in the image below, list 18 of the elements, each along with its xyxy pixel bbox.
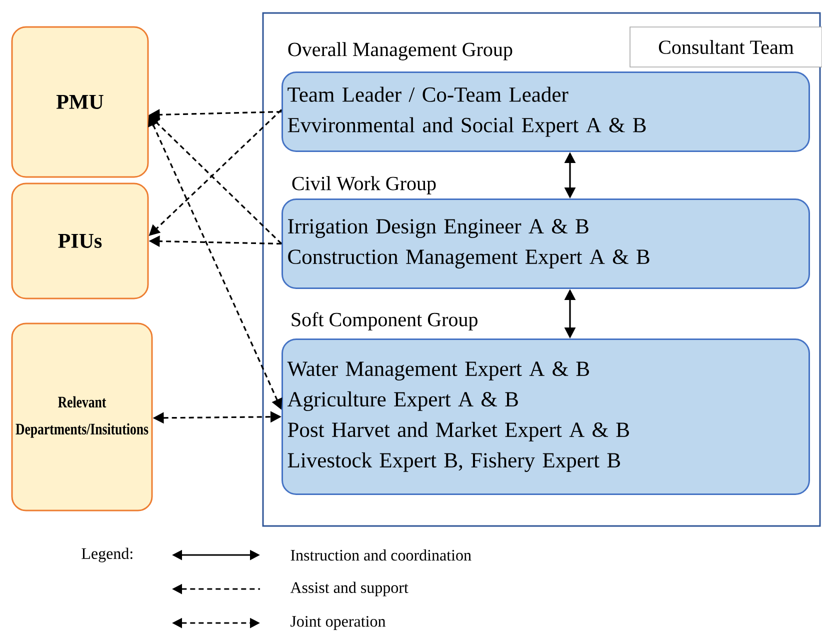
organization-box: PMU xyxy=(11,26,149,178)
group-heading: Overall Management Group xyxy=(288,42,512,60)
legend-text: Joint operation xyxy=(290,616,386,630)
expert-box: Water Management Expert A & B Agriculture Expert A & B Post Harvet and Market Expert A & B Livestock Expert B, Fishery Expert B xyxy=(282,338,810,495)
legend-text: Assist and support xyxy=(290,582,408,596)
organization-box: Relevant Departments/Insitutions xyxy=(11,322,153,512)
key-title: Legend: xyxy=(82,548,132,562)
node-label: Water Management Expert A & B xyxy=(287,362,589,380)
legend-text: Instruction and coordination xyxy=(290,549,472,561)
group-heading: Soft Component Group xyxy=(292,312,478,330)
organization-box: PIUs xyxy=(11,182,149,300)
expert-box: Irrigation Design Engineer A & B Construction Management Expert A & B xyxy=(282,198,810,289)
expert-box: Team Leader / Co-Team Leader Evvironmental and Social Expert A & B xyxy=(282,72,810,152)
team-heading: Consultant Team xyxy=(630,26,822,68)
node-label: Post Harvet and Market Expert A & B xyxy=(288,422,629,442)
node-label: Livestock Expert B, Fishery Expert B xyxy=(288,452,620,472)
group-heading: Civil Work Group xyxy=(292,176,436,194)
node-label: Agriculture Expert A & B xyxy=(287,391,518,411)
